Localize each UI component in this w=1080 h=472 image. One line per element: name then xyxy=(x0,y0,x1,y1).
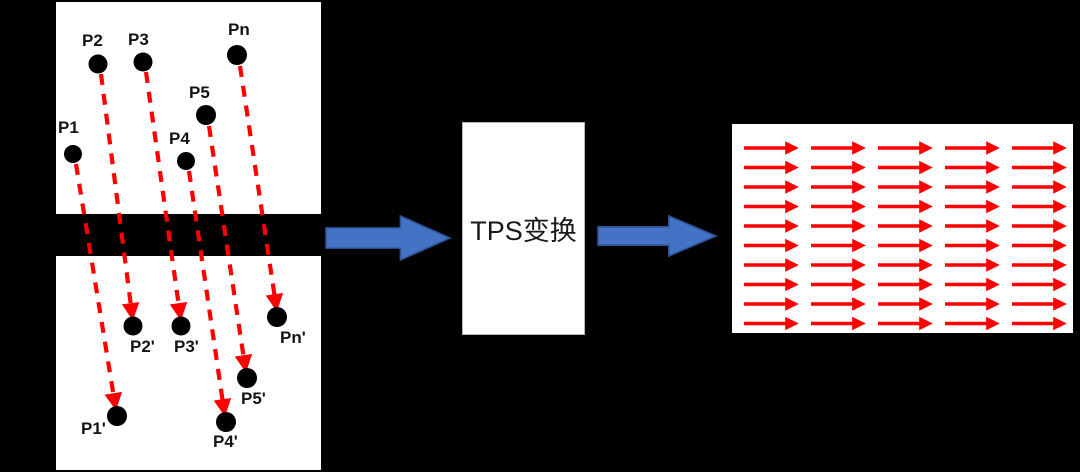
target-point-label-p5prime: P5' xyxy=(241,389,266,408)
source-point-label-p3: P3 xyxy=(128,30,149,49)
target-point-label-p4prime: P4' xyxy=(213,432,238,451)
target-point-label-pnprime: Pn' xyxy=(280,328,306,347)
source-point-label-p4: P4 xyxy=(169,129,190,148)
source-point-label-pn: Pn xyxy=(228,20,250,39)
target-point-label-p3prime: P3' xyxy=(174,337,199,356)
displacement-field-panel xyxy=(732,124,1073,333)
source-point-label-p5: P5 xyxy=(189,83,210,102)
source-point-label-p1: P1 xyxy=(58,118,79,137)
target-point-label-p2prime: P2' xyxy=(130,337,155,356)
arrow-to-field[interactable] xyxy=(597,214,719,258)
target-point-label-p1prime: P1' xyxy=(81,419,106,438)
tps-transform-label: TPS变换 xyxy=(470,216,577,246)
tps-transform-box[interactable]: TPS变换 xyxy=(462,122,585,335)
source-point-label-p2: P2 xyxy=(82,31,103,50)
arrow-to-tps[interactable] xyxy=(325,214,452,262)
